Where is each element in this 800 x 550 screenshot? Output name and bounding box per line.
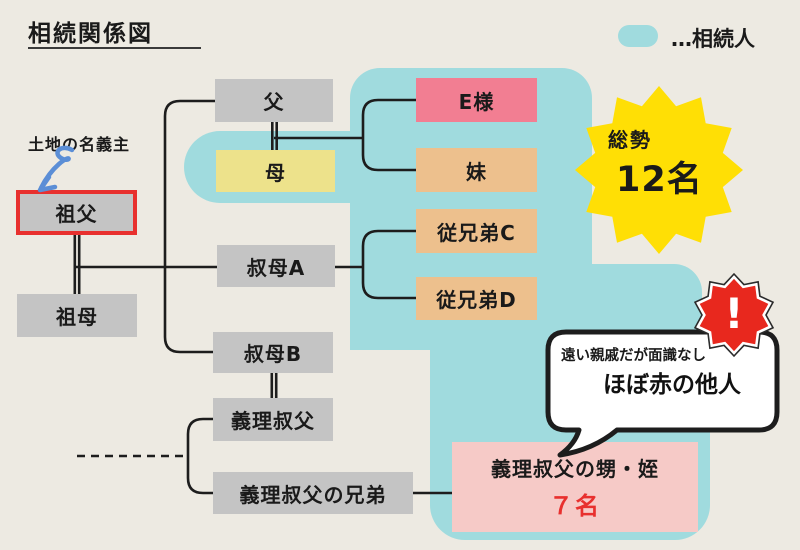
total-badge-label: 総勢	[608, 128, 652, 152]
line-children-bracket	[361, 98, 416, 172]
line-grandparents-marriage	[73, 235, 81, 294]
speech-bubble	[545, 329, 780, 458]
node-grandmother: 祖母	[17, 294, 137, 337]
node-uncle-in-law: 義理叔父	[213, 398, 333, 441]
bubble-note-large: ほぼ赤の他人	[603, 372, 741, 398]
node-mother: 母	[216, 150, 335, 192]
node-cousin-d: 従兄弟D	[416, 277, 537, 320]
line-cousins-bracket	[361, 229, 416, 300]
heir-legend-swatch	[618, 25, 658, 47]
alert-exclamation: !	[724, 288, 744, 338]
node-nephews-nieces: 義理叔父の甥・姪 ７名	[452, 442, 698, 532]
heir-legend-label: …相続人	[671, 27, 755, 51]
nephews-title: 義理叔父の甥・姪	[491, 457, 659, 481]
line-uncle-bracket	[186, 417, 213, 495]
title-underline	[28, 47, 201, 49]
nephews-count: ７名	[549, 492, 601, 520]
alert-icon	[693, 272, 775, 358]
node-sister: 妹	[416, 148, 537, 192]
total-badge: 総勢 12名	[608, 124, 728, 202]
page-title: 相続関係図	[28, 21, 153, 47]
land-owner-label: 土地の名義主	[28, 135, 131, 154]
line-rail	[163, 99, 215, 354]
node-aunt-a: 叔母A	[217, 245, 335, 287]
bubble-note-small: 遠い親戚だが面識なし	[561, 348, 706, 364]
total-star-icon	[575, 86, 743, 254]
line-parents-marriage	[271, 122, 278, 150]
curved-arrow-icon	[37, 145, 75, 193]
line-aunt-b-marriage	[270, 373, 278, 398]
node-aunt-b: 叔母B	[213, 332, 333, 373]
node-grandfather: 祖父	[16, 190, 137, 235]
node-cousin-c: 従兄弟C	[416, 209, 537, 253]
node-uncle-in-law-brother: 義理叔父の兄弟	[213, 472, 413, 514]
node-father: 父	[215, 79, 333, 122]
node-e-sama: E様	[416, 78, 537, 122]
total-badge-count: 12名	[616, 160, 703, 200]
